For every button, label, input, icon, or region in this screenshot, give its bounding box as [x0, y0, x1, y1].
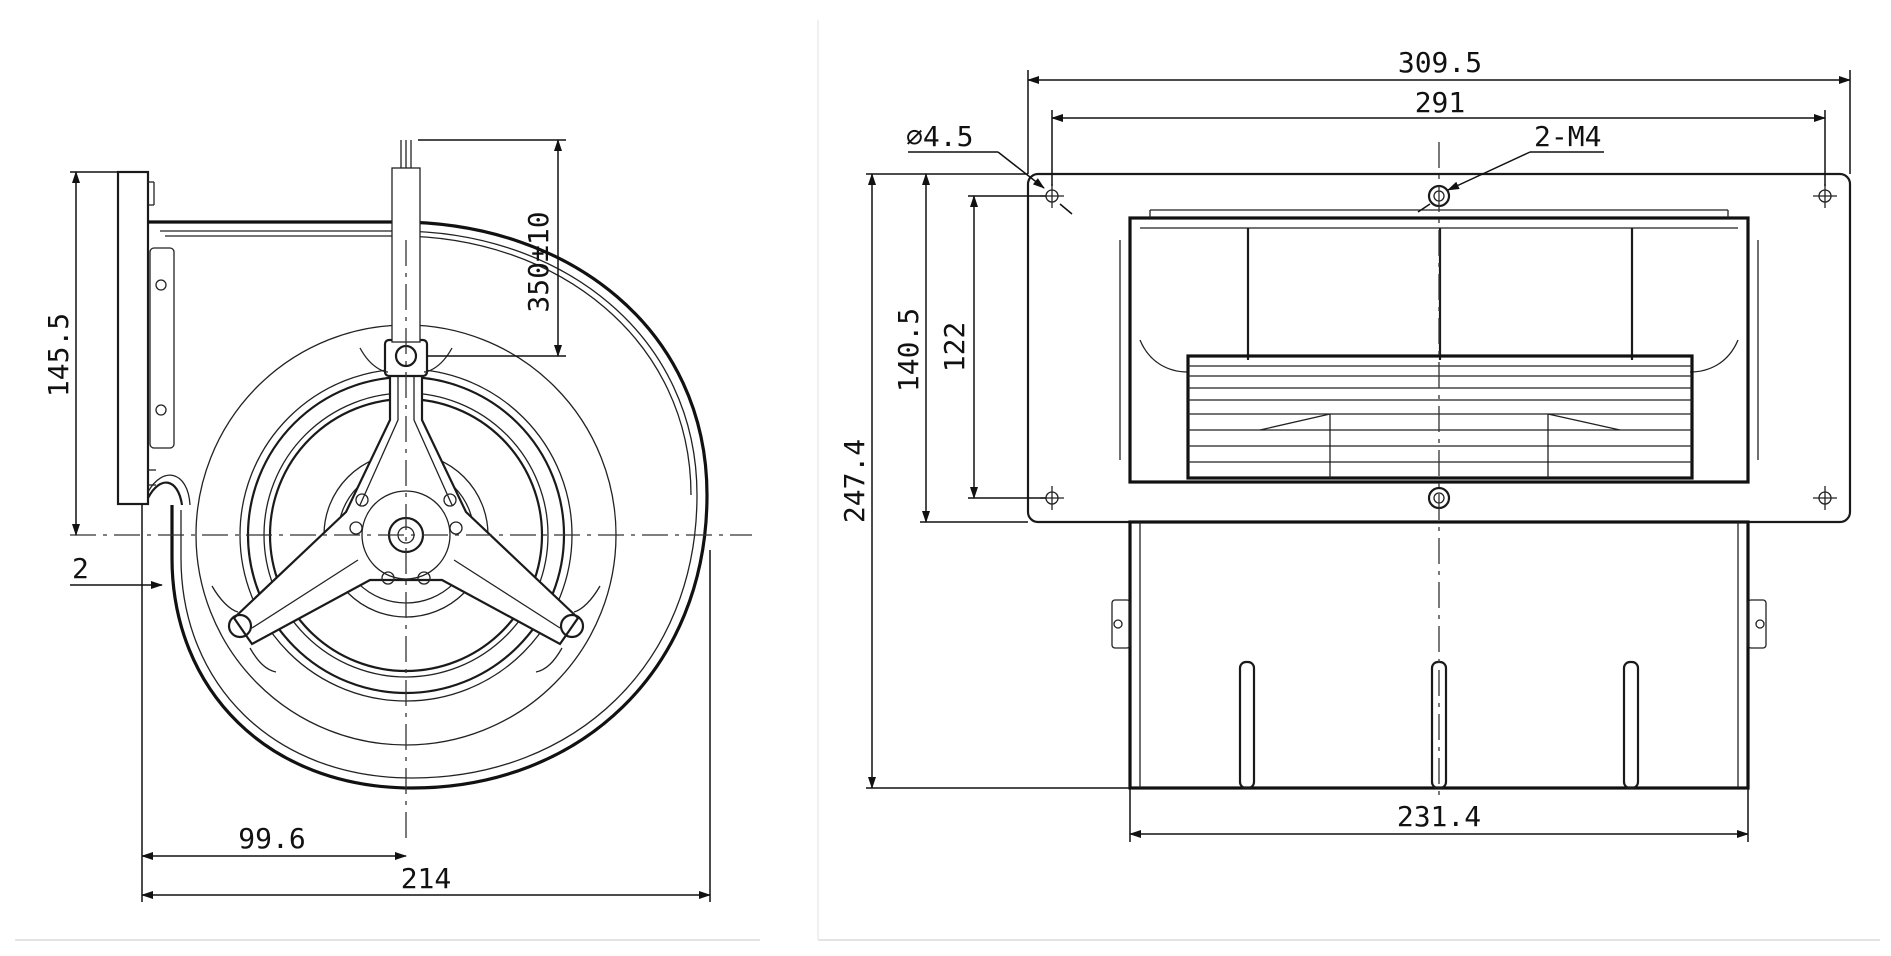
frame-lines	[15, 20, 1880, 941]
dim-label-hole-spacing: 291	[1415, 86, 1466, 119]
dim-side-height: 145.5	[42, 171, 118, 536]
callout-thread: 2-M4	[1417, 120, 1604, 213]
front-view: 309.5 291 ⌀4.5 2-M4 140.5	[838, 46, 1852, 842]
dim-center-offset: 99.6	[141, 504, 407, 902]
impeller-blades	[1186, 354, 1694, 480]
dim-label-wall-offset: 2	[72, 552, 89, 585]
dim-label-flange-height: 140.5	[892, 308, 925, 392]
dim-inner-height: 122	[938, 195, 1046, 499]
dim-cable-length: 350±10	[418, 139, 566, 357]
dim-label-center-offset: 99.6	[238, 822, 305, 855]
dim-label-total-height: 247.4	[838, 439, 871, 523]
dim-label-side-width: 214	[401, 862, 452, 895]
volute-housing	[147, 220, 709, 790]
dim-label-housing-width: 231.4	[1397, 800, 1481, 833]
lower-housing	[1111, 520, 1767, 790]
dim-label-cable-length: 350±10	[522, 211, 555, 312]
side-view: 145.5 350±10 2 99.6 214	[42, 139, 752, 902]
mounting-bracket	[116, 170, 175, 506]
dim-housing-width: 231.4	[1129, 788, 1749, 842]
dim-hole-spacing: 291	[1051, 86, 1826, 186]
dim-flange-height: 140.5	[892, 173, 1028, 523]
dim-label-side-height: 145.5	[42, 313, 75, 397]
dim-label-flange-width: 309.5	[1398, 46, 1482, 79]
callout-hole-diameter: ⌀4.5	[906, 120, 1073, 215]
dim-wall-offset: 2	[70, 552, 163, 589]
dim-side-width: 214	[141, 550, 711, 902]
dim-label-inner-height: 122	[938, 322, 971, 373]
dim-total-height: 247.4	[838, 173, 1130, 789]
dim-label-hole-diameter: ⌀4.5	[906, 120, 973, 153]
dim-label-thread: 2-M4	[1534, 120, 1601, 153]
dim-flange-width: 309.5	[1027, 46, 1851, 174]
